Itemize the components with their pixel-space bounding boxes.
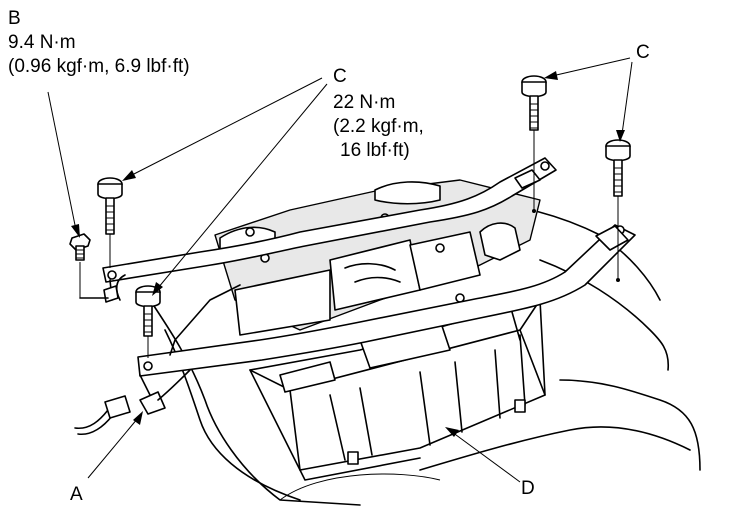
label-b-torque-alt: (0.96 kgf·m, 6.9 lbf·ft) xyxy=(8,56,190,77)
label-c-letter-left: C xyxy=(333,66,347,87)
bolt-c-far-right xyxy=(605,139,631,282)
label-d-letter: D xyxy=(521,478,535,499)
wiring-harness xyxy=(74,274,191,436)
leader-lines xyxy=(47,57,633,483)
label-c-torque: 22 N·m xyxy=(333,92,396,113)
battery-tray xyxy=(249,299,546,481)
bolt-c-upper-left xyxy=(97,177,123,268)
label-b-torque: 9.4 N·m xyxy=(8,32,76,53)
bolt-c-middle-left xyxy=(135,285,161,358)
label-c-torque-alt-2: 16 lbf·ft) xyxy=(340,140,410,161)
label-b-letter: B xyxy=(8,8,21,29)
bolt-b xyxy=(69,233,109,299)
label-c-torque-alt-1: (2.2 kgf·m, xyxy=(333,116,424,137)
label-c-letter-right: C xyxy=(636,42,650,63)
bolt-c-upper-right xyxy=(521,75,547,213)
label-a-letter: A xyxy=(70,484,83,505)
upper-bracket-frame xyxy=(102,157,557,283)
lower-bracket-frame xyxy=(137,224,636,377)
